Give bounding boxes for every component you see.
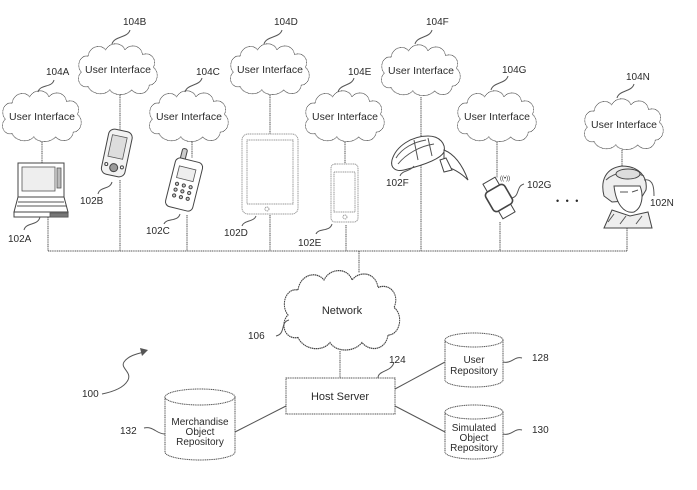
laptop-icon (13, 162, 69, 218)
vr-goggles-icon (391, 135, 469, 181)
network-label: Network (322, 305, 363, 317)
client-102E: User Interface 104E 102E (298, 67, 385, 249)
ref-102D: 102D (224, 228, 248, 239)
ui-cloud-104B: User Interface (78, 43, 158, 95)
figure-ref-100: 100 (82, 348, 148, 400)
repo-label-line: User (463, 355, 485, 366)
ref-102E: 102E (298, 238, 322, 249)
ref-104F: 104F (426, 17, 449, 28)
ui-cloud-104E: User Interface (305, 90, 385, 143)
ref-100: 100 (82, 389, 99, 400)
server-to-merchandise-repo-line (234, 405, 287, 433)
ui-label: User Interface (85, 64, 151, 76)
ui-cloud-104G: User Interface (457, 90, 537, 143)
ref-104E: 104E (348, 67, 372, 78)
repo-label-line: Repository (450, 443, 498, 454)
client-102C: User Interface 104C 102C (146, 67, 229, 237)
repo-label-line: Merchandise (171, 417, 229, 428)
ref-102C: 102C (146, 226, 170, 237)
network-node: Network 106 (248, 270, 401, 351)
client-102G: User Interface 104G ((•)) 102G (457, 65, 552, 220)
ui-cloud-104F: User Interface (381, 44, 461, 96)
ui-cloud-104C: User Interface (149, 90, 229, 143)
ref-104B: 104B (123, 17, 147, 28)
ref-128: 128 (532, 353, 549, 364)
ref-132: 132 (120, 426, 137, 437)
ui-cloud-104A: User Interface (2, 90, 82, 143)
merchandise-object-repository: Merchandise Object Repository 132 (120, 388, 236, 461)
ref-104D: 104D (274, 17, 298, 28)
client-102D: User Interface 104D 102D (224, 17, 310, 239)
ui-label: User Interface (388, 65, 454, 77)
ref-102F: 102F (386, 178, 409, 189)
ui-label: User Interface (591, 119, 657, 131)
ui-label: User Interface (312, 111, 378, 123)
server-to-simulated-repo-line (394, 405, 446, 433)
client-102N: User Interface 104N 102N (584, 72, 674, 229)
smartwatch-icon (482, 176, 516, 220)
repo-label-line: Object (186, 427, 215, 438)
simulated-object-repository: Simulated Object Repository 130 (444, 404, 549, 460)
client-102B: User Interface 104B 102B (78, 17, 158, 207)
ref-104G: 104G (502, 65, 527, 76)
ref-106: 106 (248, 331, 265, 342)
client-102F: User Interface 104F 102F (381, 17, 469, 189)
repo-label-line: Repository (176, 437, 224, 448)
ref-104C: 104C (196, 67, 220, 78)
more-devices-ellipsis: • • • (556, 196, 580, 206)
ui-label: User Interface (464, 111, 530, 123)
mobile-phone-icon (164, 148, 204, 212)
ref-102B: 102B (80, 196, 104, 207)
host-server-node: Host Server 124 (285, 355, 406, 415)
smartphone-icon (330, 163, 359, 223)
ref-130: 130 (532, 425, 549, 436)
device-connectors (47, 165, 628, 251)
ui-label: User Interface (156, 111, 222, 123)
client-102A: User Interface 104A 102A (2, 67, 82, 245)
ui-label: User Interface (237, 64, 303, 76)
ui-cloud-104N: User Interface (584, 98, 664, 151)
arrow-head-icon (140, 348, 148, 356)
ref-102A: 102A (8, 234, 32, 245)
wireless-signal-icon: ((•)) (500, 176, 510, 182)
ref-102G: 102G (527, 180, 552, 191)
user-repository: User Repository 128 (444, 332, 549, 388)
pda-icon (100, 128, 133, 178)
ref-102N: 102N (650, 198, 674, 209)
ref-124: 124 (389, 355, 406, 366)
ref-104A: 104A (46, 67, 70, 78)
repo-label-line: Repository (450, 366, 498, 377)
tablet-icon (241, 133, 299, 215)
ref-104N: 104N (626, 72, 650, 83)
repo-label-line: Object (460, 433, 489, 444)
host-server-label: Host Server (311, 391, 369, 403)
ui-cloud-104D: User Interface (230, 43, 310, 95)
ui-label: User Interface (9, 111, 75, 123)
helmet-headset-icon (602, 165, 653, 229)
server-to-user-repo-line (394, 361, 446, 390)
repo-label-line: Simulated (452, 423, 496, 434)
